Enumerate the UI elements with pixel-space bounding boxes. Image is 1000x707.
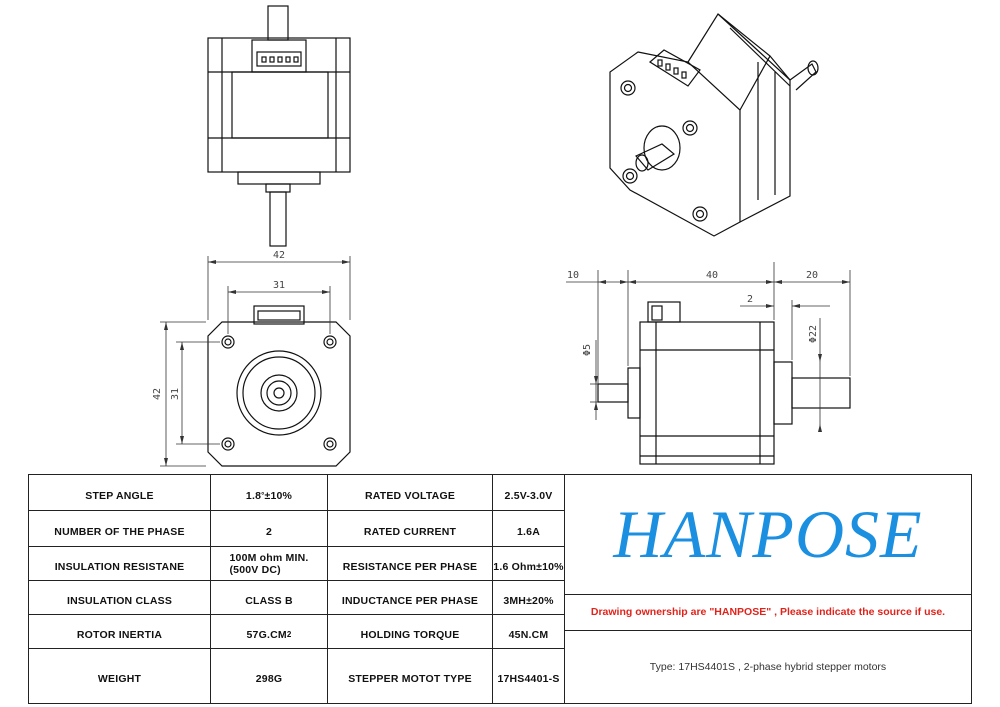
spec-label: NUMBER OF THE PHASE (29, 511, 211, 546)
spec-label: INSULATION CLASS (29, 581, 211, 614)
ownership-notice: Drawing ownership are "HANPOSE" , Please… (565, 594, 971, 631)
brand-logo: HANPOSE (565, 475, 971, 595)
front-dimension-lines (160, 256, 351, 467)
spec-table: STEP ANGLE 1.8°±10% RATED VOLTAGE 2.5V-3… (28, 474, 972, 704)
spec-value: CLASS B (211, 581, 328, 614)
front-dimension-arrows (164, 260, 350, 466)
side-dimension-arrows (594, 280, 850, 432)
spec-row: INSULATION RESISTANE 100M ohm MIN. (500V… (29, 547, 565, 581)
motor-side-view (597, 301, 851, 465)
spec-label: RATED VOLTAGE (328, 475, 493, 510)
dim-side-height: 42 (152, 388, 163, 400)
spec-value: 100M ohm MIN. (500V DC) (211, 547, 328, 580)
spec-label: INDUCTANCE PER PHASE (328, 581, 493, 614)
dim-boss-diameter: Φ22 (808, 325, 819, 343)
spec-value: 3MH±20% (493, 581, 565, 614)
dim-rear-length: 20 (806, 270, 818, 281)
dim-body-length: 40 (706, 270, 718, 281)
spec-label: RESISTANCE PER PHASE (328, 547, 493, 580)
motor-front-view (207, 305, 351, 467)
spec-row: STEP ANGLE 1.8°±10% RATED VOLTAGE 2.5V-3… (29, 475, 565, 511)
spec-label: ROTOR INERTIA (29, 615, 211, 648)
dim-hole-spacing-h: 31 (273, 280, 285, 291)
technical-drawing: 42 31 42 31 10 40 2 20 Φ5 Φ22 (152, 5, 851, 467)
spec-label: WEIGHT (29, 649, 211, 703)
dim-boss-length: 2 (747, 294, 753, 305)
spec-label: HOLDING TORQUE (328, 615, 493, 648)
spec-row: WEIGHT 298G STEPPER MOTOT TYPE 17HS4401-… (29, 649, 565, 703)
dim-shaft-length: 10 (567, 270, 579, 281)
spec-value: 2 (211, 511, 328, 546)
spec-value: 45N.CM (493, 615, 565, 648)
spec-value: 1.6A (493, 511, 565, 546)
spec-label: INSULATION RESISTANE (29, 547, 211, 580)
side-dimension-lines (566, 262, 851, 430)
spec-value: 1.6 Ohm±10% (493, 547, 565, 580)
spec-label: STEP ANGLE (29, 475, 211, 510)
spec-value: 2.5V-3.0V (493, 475, 565, 510)
spec-label: RATED CURRENT (328, 511, 493, 546)
motor-drawings-svg: 42 31 42 31 10 40 2 20 Φ5 Φ22 (152, 5, 851, 467)
motor-type-info: Type: 17HS4401S , 2-phase hybrid stepper… (649, 660, 887, 673)
spec-value: 298G (211, 649, 328, 703)
motor-top-view (207, 5, 351, 247)
spec-value: 17HS4401-S (493, 649, 565, 703)
spec-label: STEPPER MOTOT TYPE (328, 649, 493, 703)
spec-value: 1.8°±10% (211, 475, 328, 510)
dim-top-width: 42 (273, 250, 285, 261)
brand-name: HANPOSE (613, 496, 923, 572)
dim-shaft-diameter: Φ5 (582, 344, 593, 356)
spec-row: INSULATION CLASS CLASS B INDUCTANCE PER … (29, 581, 565, 615)
motor-isometric-view (609, 13, 819, 237)
spec-row: NUMBER OF THE PHASE 2 RATED CURRENT 1.6A (29, 511, 565, 547)
dim-hole-spacing-v: 31 (170, 388, 181, 400)
